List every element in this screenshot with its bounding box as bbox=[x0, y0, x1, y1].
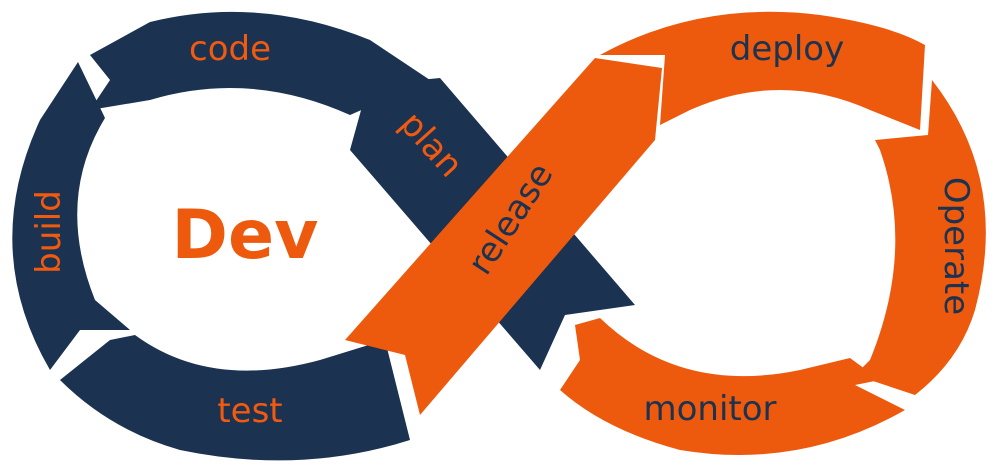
label-test: test bbox=[217, 391, 282, 431]
segment-monitor bbox=[560, 318, 905, 455]
label-operate: Operate bbox=[936, 177, 976, 315]
segment-release bbox=[345, 58, 662, 415]
label-build: build bbox=[29, 190, 69, 274]
label-deploy: deploy bbox=[730, 29, 844, 69]
segment-deploy bbox=[600, 11, 925, 130]
ops-loop bbox=[345, 11, 986, 455]
label-code: code bbox=[189, 29, 271, 69]
segment-build bbox=[12, 62, 130, 370]
segment-code bbox=[90, 11, 430, 115]
center-title: Dev bbox=[172, 196, 319, 275]
segment-test bbox=[60, 335, 410, 461]
segment-operate bbox=[855, 80, 986, 395]
label-monitor: monitor bbox=[643, 389, 776, 429]
